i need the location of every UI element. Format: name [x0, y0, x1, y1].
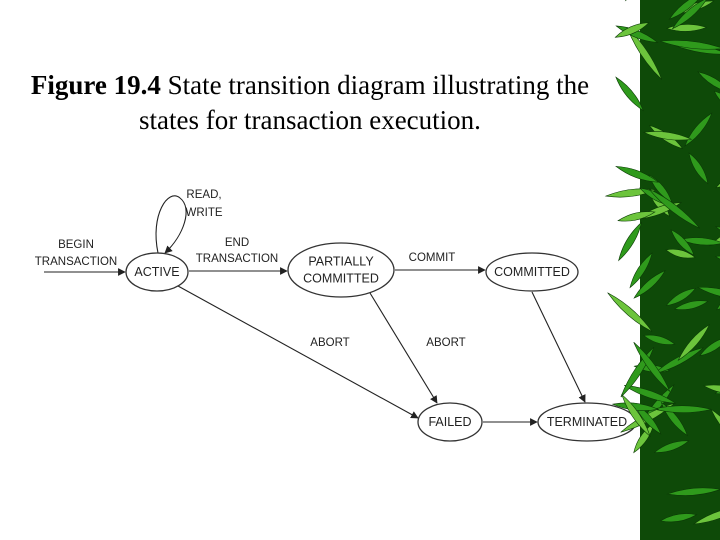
bamboo-border-decoration — [0, 0, 720, 540]
